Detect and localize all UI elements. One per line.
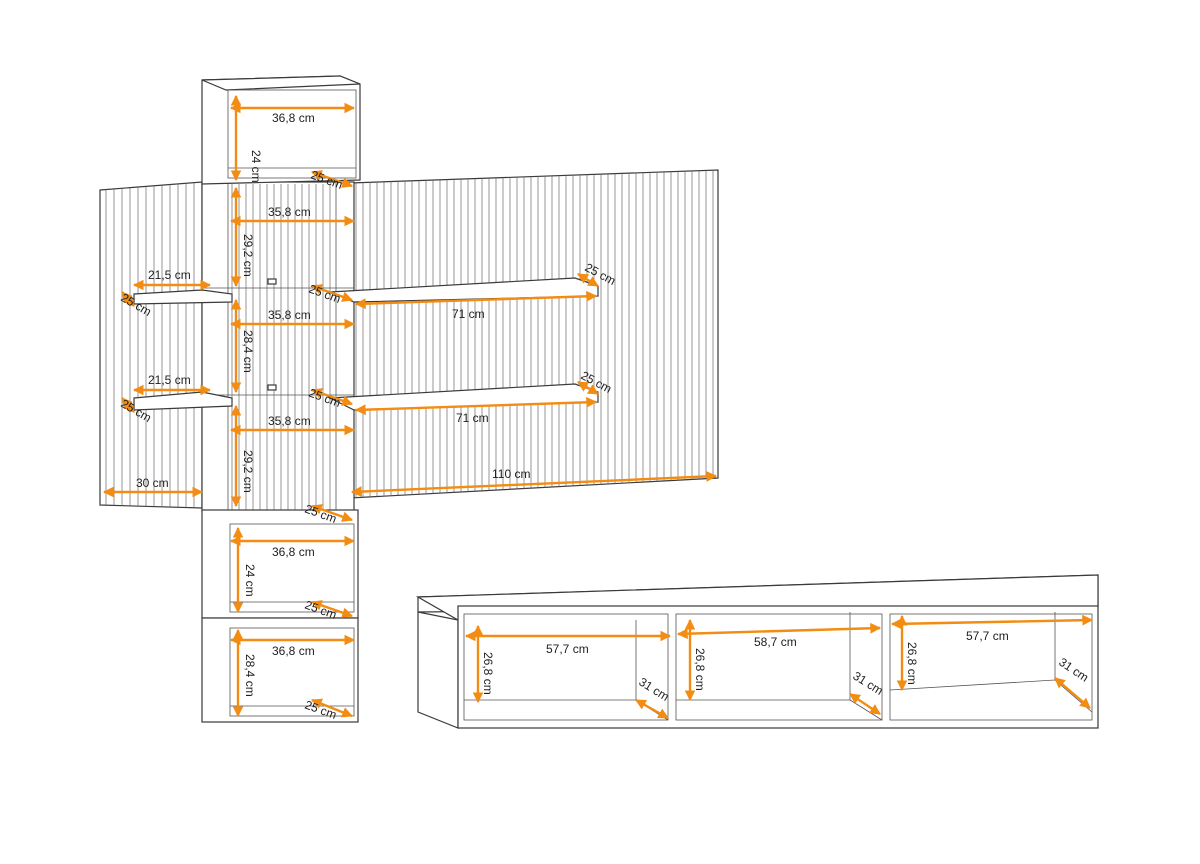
label-top-box-width: 36,8 cm	[272, 111, 315, 125]
label-tv-left-height: 26,8 cm	[481, 652, 495, 695]
dim-line-left-shelf2-depth	[121, 397, 135, 413]
label-tv-mid-height: 26,8 cm	[693, 648, 707, 691]
dim-line-tv-left-depth	[635, 698, 669, 720]
label-box3-height: 28,4 cm	[243, 654, 257, 697]
label-cab3-height: 29,2 cm	[241, 450, 255, 493]
dim-line-left-shelf1-depth	[121, 291, 135, 307]
label-tv-right-height: 26,8 cm	[905, 642, 919, 685]
left-slatted-panel	[99, 181, 203, 509]
label-tv-mid-width: 58,7 cm	[754, 635, 797, 649]
label-cab1-width: 35,8 cm	[268, 205, 311, 219]
label-left-shelf2-width: 21,5 cm	[148, 373, 191, 387]
hinge-mark	[267, 384, 277, 391]
label-right-shelf2-width: 71 cm	[456, 411, 489, 425]
label-right-panel-width: 110 cm	[492, 467, 530, 481]
hinge-mark	[267, 278, 277, 285]
dim-line-cab3-depth	[310, 504, 354, 522]
label-left-shelf1-width: 21,5 cm	[148, 268, 191, 282]
label-right-shelf1-width: 71 cm	[452, 307, 485, 321]
central-cabinet-column	[201, 181, 355, 513]
dim-line-cab1-depth	[310, 284, 354, 302]
left-panel-slats	[105, 182, 195, 508]
right-slatted-panel	[349, 169, 719, 499]
label-cab3-width: 35,8 cm	[268, 414, 311, 428]
dim-line-tv-mid-width	[676, 622, 882, 640]
dim-line-right-shelf1-depth	[577, 272, 599, 288]
dim-line-box3-depth	[310, 698, 354, 718]
top-open-box	[201, 75, 361, 185]
label-box3-width: 36,8 cm	[272, 644, 315, 658]
tv-unit	[415, 574, 1099, 729]
dim-line-cab2-depth	[310, 388, 354, 406]
right-panel-slats	[355, 170, 714, 498]
label-left-panel-width: 30 cm	[136, 476, 169, 490]
dim-line-tv-right-depth	[1054, 677, 1091, 709]
dim-line-tv-mid-depth	[849, 693, 881, 715]
label-tv-right-width: 57,7 cm	[966, 629, 1009, 643]
dim-line-right-shelf2-depth	[577, 380, 599, 396]
dimension-lines	[102, 94, 1094, 720]
dim-line-top-box-depth	[310, 170, 354, 188]
label-top-box-height: 24 cm	[249, 150, 263, 183]
dim-line-tv-right-width	[890, 614, 1094, 630]
label-cab2-width: 35,8 cm	[268, 308, 311, 322]
dim-line-right-shelf1-width	[354, 290, 598, 310]
label-box2-height: 24 cm	[243, 564, 257, 597]
lower-open-box-upper	[201, 509, 359, 619]
label-cab1-height: 29,2 cm	[241, 234, 255, 277]
dim-line-box2-depth	[310, 600, 354, 618]
dim-line-right-shelf2-width	[354, 396, 598, 416]
label-cab2-height: 28,4 cm	[241, 330, 255, 373]
label-tv-left-width: 57,7 cm	[546, 642, 589, 656]
dim-line-right-panel-width	[350, 471, 718, 497]
label-box2-width: 36,8 cm	[272, 545, 315, 559]
